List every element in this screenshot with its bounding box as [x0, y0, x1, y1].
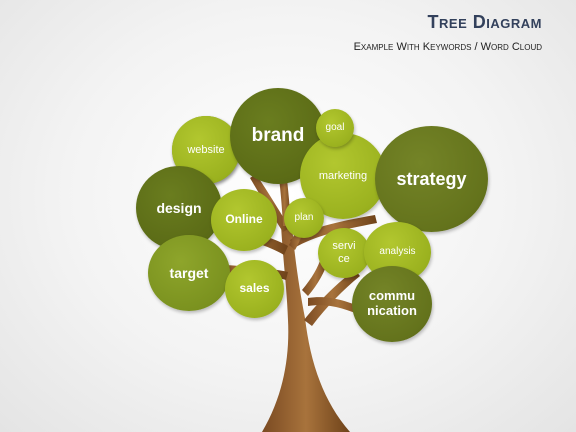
keyword-analysis-label: analysis [379, 246, 416, 258]
keyword-communication-line2: nication [367, 303, 417, 318]
keyword-online-label: Online [225, 212, 263, 227]
keyword-marketing-label: marketing [318, 169, 368, 182]
keyword-goal-label: goal [325, 122, 345, 134]
keyword-service: servi ce [318, 228, 370, 278]
keyword-sales-label: sales [239, 281, 270, 296]
keyword-communication-label: commu nication [367, 288, 417, 319]
keyword-sales: sales [225, 260, 284, 318]
keyword-plan-label: plan [294, 212, 314, 224]
keyword-target: target [148, 235, 230, 311]
keyword-communication-line1: commu [368, 288, 416, 304]
keyword-plan: plan [284, 198, 324, 238]
keyword-service-label: servi ce [332, 240, 355, 265]
keyword-goal: goal [316, 109, 354, 147]
keyword-service-line2: ce [338, 253, 350, 265]
keyword-target-label: target [169, 264, 209, 281]
diagram-title: Tree Diagram [427, 12, 542, 32]
keyword-communication: commu nication [352, 266, 432, 342]
keyword-brand-label: brand [251, 125, 305, 147]
keyword-strategy-label: strategy [396, 168, 467, 189]
keyword-website-text: website [187, 143, 225, 156]
keyword-online: Online [211, 189, 277, 251]
diagram-subtitle: Example With Keywords / Word Cloud [353, 41, 542, 53]
keyword-service-line1: servi [332, 240, 356, 253]
keyword-design-label: design [156, 199, 202, 216]
keyword-strategy: strategy [375, 126, 488, 232]
